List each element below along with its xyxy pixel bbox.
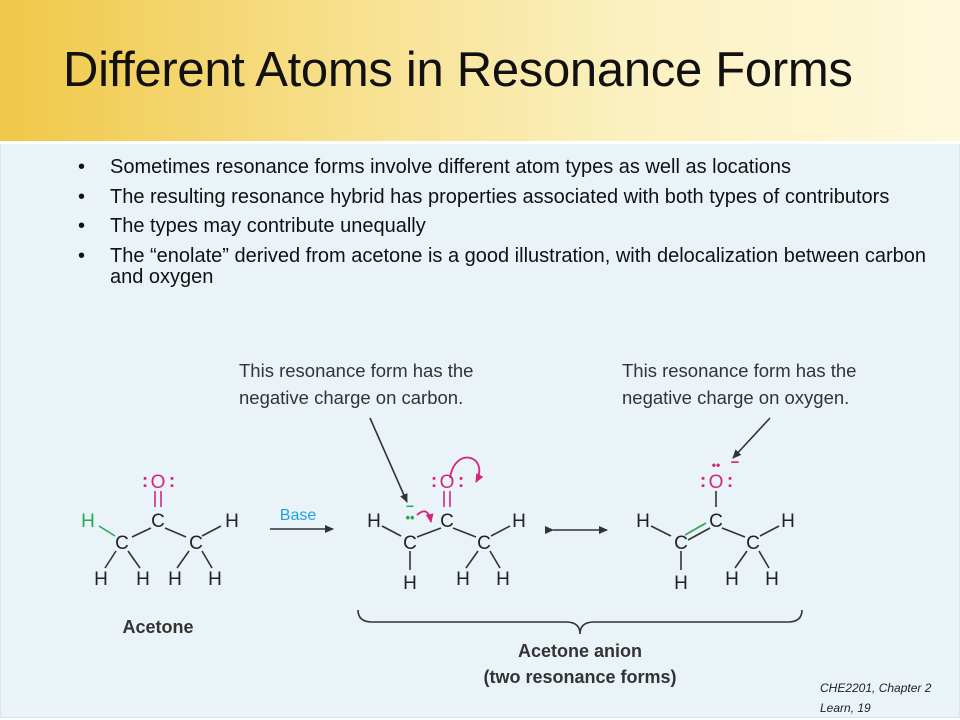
- callout-carbon-line-2: negative charge on carbon.: [239, 387, 463, 408]
- carbanion-hydrogen: H: [456, 569, 470, 590]
- enolate-hydrogen: H: [674, 573, 688, 594]
- resonance-forms-brace: [357, 609, 803, 635]
- callout-oxygen-pointer: [732, 417, 771, 459]
- bullet-text: The types may contribute unequally: [110, 215, 426, 237]
- anion-label-line-2: (two resonance forms): [483, 667, 676, 687]
- carbanion-carbon: C: [403, 533, 417, 554]
- footer-reference: Learn, 19: [820, 701, 871, 715]
- acetone-acidic-hydrogen: H: [81, 511, 95, 532]
- acetone-hydrogen: H: [225, 511, 239, 532]
- acetone-hydrogen: H: [168, 569, 182, 590]
- acetone-hydrogen: H: [208, 569, 222, 590]
- bullet-item: • The “enolate” derived from acetone is a…: [72, 244, 932, 289]
- enolate-methyl-carbon: C: [746, 533, 760, 554]
- callout-oxygen-line-2: negative charge on oxygen.: [622, 387, 849, 408]
- enolate-alkene-carbon: C: [674, 533, 688, 554]
- enolate-hydrogen: H: [781, 511, 795, 532]
- anion-label-line-1: Acetone anion: [518, 641, 642, 661]
- carbanion-hydrogen: H: [512, 511, 526, 532]
- carbanion-resonance-form: [381, 456, 511, 570]
- enolate-lone-pair-top: ••: [712, 458, 720, 472]
- callout-carbon-pointer: [369, 417, 408, 503]
- footer-course: CHE2201, Chapter 2: [820, 681, 932, 695]
- carbanion-methyl-carbon: C: [477, 533, 491, 554]
- enolate-hydrogen: H: [636, 511, 650, 532]
- bullet-text: The resulting resonance hybrid has prope…: [110, 185, 890, 208]
- bullet-item: • Sometimes resonance forms involve diffe…: [72, 156, 932, 179]
- slide-title: Different Atoms in Resonance Forms: [63, 43, 853, 97]
- enolate-resonance-form: [650, 491, 780, 570]
- acetone-carbonyl-carbon: C: [151, 511, 165, 532]
- bullet-marker: •: [78, 244, 86, 267]
- bullet-item: • The resulting resonance hybrid has prop…: [72, 185, 932, 209]
- acetone-methyl-carbon-right: C: [189, 533, 203, 554]
- carbanion-hydrogen: H: [496, 569, 510, 590]
- acetone-structure: [98, 491, 222, 569]
- enolate-lone-pair-right: :: [727, 471, 733, 492]
- reaction-arrow-label: Base: [280, 507, 317, 524]
- bullet-item: • The types may contribute unequally: [72, 215, 932, 238]
- carbanion-negative-charge: −: [406, 498, 414, 514]
- bullet-text: The “enolate” derived from acetone is a …: [110, 244, 927, 288]
- enolate-hydrogen: H: [765, 569, 779, 590]
- slide-footer: CHE2201, Chapter 2 Learn, 19: [820, 678, 931, 718]
- bullet-marker: •: [78, 156, 86, 178]
- callout-oxygen-line-1: This resonance form has the: [622, 360, 856, 381]
- acetone-lone-pair-right: :: [169, 471, 175, 492]
- bullet-marker: •: [78, 185, 86, 208]
- acetone-hydrogen: H: [136, 569, 150, 590]
- carbanion-carbonyl-carbon: C: [440, 511, 454, 532]
- callout-carbon-line-1: This resonance form has the: [239, 360, 473, 381]
- acetone-methyl-carbon-left: C: [115, 533, 129, 554]
- bullet-marker: •: [78, 215, 86, 237]
- carbanion-hydrogen: H: [403, 573, 417, 594]
- carbanion-hydrogen: H: [367, 511, 381, 532]
- acetone-oxygen: O: [151, 472, 166, 493]
- enolate-oxygen: O: [709, 472, 724, 493]
- carbanion-lone-pair-right: :: [458, 471, 464, 492]
- carbanion-lone-pair-left: :: [431, 471, 437, 492]
- enolate-carbon: C: [709, 511, 723, 532]
- carbanion-oxygen: O: [440, 472, 455, 493]
- bullet-list: • Sometimes resonance forms involve diffe…: [72, 156, 932, 297]
- title-banner: Different Atoms in Resonance Forms: [0, 0, 960, 141]
- acetone-lone-pair-left: :: [142, 471, 148, 492]
- acetone-hydrogen: H: [94, 569, 108, 590]
- acetone-label: Acetone: [122, 617, 193, 637]
- bullet-text: Sometimes resonance forms involve differ…: [110, 156, 792, 178]
- carbanion-lone-pair: ••: [405, 510, 415, 525]
- enolate-negative-charge: −: [731, 454, 740, 471]
- enolate-lone-pair-left: :: [700, 471, 706, 492]
- enolate-hydrogen: H: [725, 569, 739, 590]
